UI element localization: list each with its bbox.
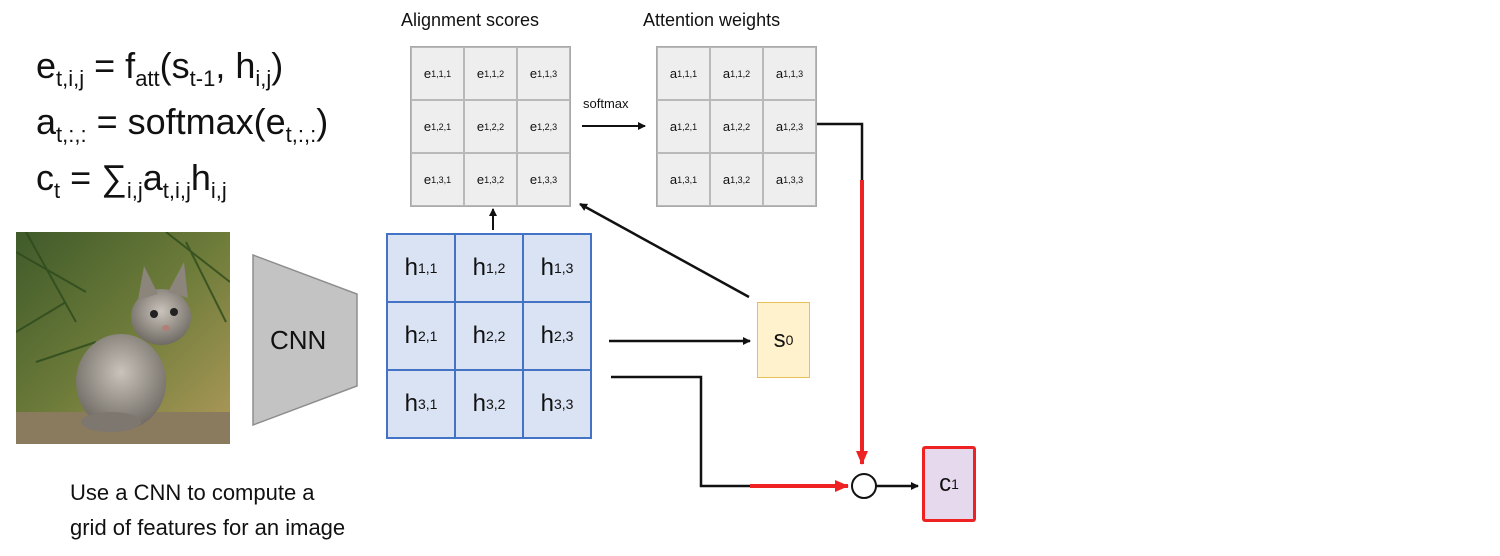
softmax-label: softmax (583, 96, 629, 111)
combine-node (851, 473, 877, 499)
cat-image (16, 232, 230, 444)
cnn-label: CNN (270, 325, 327, 355)
equation-alignment: et,i,j = fatt(st-1, hi,j) (36, 45, 284, 91)
caption-line-2: grid of features for an image (70, 515, 346, 540)
arrow-s0-to-alignment (579, 202, 750, 299)
equation-softmax: at,:,: = softmax(et,:,:) (36, 101, 329, 147)
line-attention-to-combine (817, 122, 864, 190)
line-features-to-combine (611, 375, 760, 488)
caption-line-1: Use a CNN to compute a (70, 480, 315, 505)
equation-context: ct = ∑i,jat,i,jhi,j (36, 157, 227, 203)
alignment-scores-title: Alignment scores (401, 10, 540, 30)
cnn-block (252, 254, 358, 426)
attention-weights-title: Attention weights (643, 10, 781, 30)
